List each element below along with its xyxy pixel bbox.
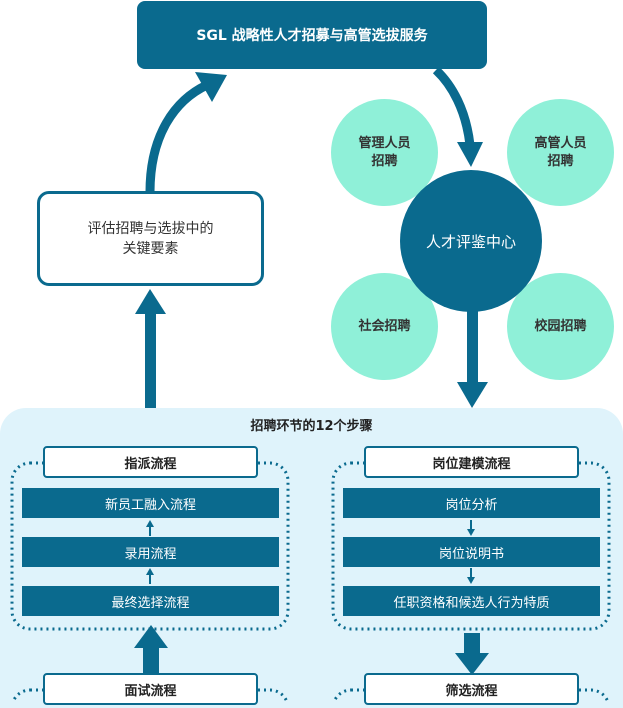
arrow-up-eval-shaft bbox=[145, 312, 156, 412]
step-final-selection: 最终选择流程 bbox=[22, 586, 279, 616]
left-big-arrow-head bbox=[134, 625, 168, 648]
curved-arrow-left bbox=[145, 80, 210, 193]
step-hiring: 录用流程 bbox=[22, 537, 279, 567]
step-job-description-text: 岗位说明书 bbox=[438, 546, 504, 562]
bubble-bl-line-1: 社会招聘 bbox=[358, 318, 411, 334]
label-job-modeling-process-text: 岗位建模流程 bbox=[432, 456, 511, 472]
talent-assessment-center-label: 人才评鉴中心 bbox=[425, 232, 516, 251]
bubble-tr-line-1: 高管人员 bbox=[534, 135, 587, 151]
right-big-arrow-shaft bbox=[464, 633, 480, 655]
right-big-arrow-head bbox=[455, 653, 489, 675]
left-small-arrow-1-head bbox=[146, 568, 154, 575]
label-interview-process-text: 面试流程 bbox=[124, 683, 177, 699]
step-qualifications-text: 任职资格和候选人行为特质 bbox=[393, 595, 550, 611]
right-small-arrow-2-head bbox=[467, 577, 475, 584]
evaluation-box: 评估招聘与选拔中的 关键要素 bbox=[37, 191, 264, 286]
left-small-arrow-2-head bbox=[146, 520, 154, 527]
curved-arrow-right-head bbox=[457, 142, 483, 167]
label-interview-process: 面试流程 bbox=[43, 673, 258, 705]
service-title-text: SGL 战略性人才招募与高管选拔服务 bbox=[196, 28, 428, 44]
right-small-arrow-1-head bbox=[467, 529, 475, 536]
bubble-br-line-1: 校园招聘 bbox=[534, 318, 587, 334]
step-job-analysis-text: 岗位分析 bbox=[445, 497, 498, 513]
label-screening-process: 筛选流程 bbox=[364, 673, 579, 705]
talent-assessment-center: 人才评鉴中心 bbox=[400, 170, 542, 312]
step-onboarding-text: 新员工融入流程 bbox=[104, 497, 196, 513]
label-assignment-process-text: 指派流程 bbox=[124, 456, 177, 472]
step-qualifications: 任职资格和候选人行为特质 bbox=[343, 586, 600, 616]
bubble-campus-recruitment: 校园招聘 bbox=[507, 273, 614, 380]
bubble-management-recruitment: 管理人员 招聘 bbox=[331, 99, 438, 206]
label-assignment-process: 指派流程 bbox=[43, 446, 258, 478]
curved-arrow-right bbox=[432, 66, 475, 146]
left-big-arrow-shaft bbox=[143, 646, 159, 676]
step-final-selection-text: 最终选择流程 bbox=[111, 595, 190, 611]
process-panel-title: 招聘环节的12个步骤 bbox=[250, 419, 373, 434]
evaluation-line-2: 关键要素 bbox=[122, 240, 179, 257]
bubble-executive-recruitment: 高管人员 招聘 bbox=[507, 99, 614, 206]
evaluation-line-1: 评估招聘与选拔中的 bbox=[87, 220, 214, 237]
step-job-analysis: 岗位分析 bbox=[343, 488, 600, 518]
arrow-down-hub-head bbox=[457, 382, 488, 408]
label-screening-process-text: 筛选流程 bbox=[445, 683, 498, 699]
service-title: SGL 战略性人才招募与高管选拔服务 bbox=[137, 1, 487, 69]
bubble-tr-line-2: 招聘 bbox=[547, 153, 574, 169]
arrow-down-hub-shaft bbox=[467, 308, 478, 384]
bubble-tl-line-2: 招聘 bbox=[371, 153, 398, 169]
label-job-modeling-process: 岗位建模流程 bbox=[364, 446, 579, 478]
arrow-up-eval-head bbox=[135, 289, 166, 314]
step-onboarding: 新员工融入流程 bbox=[22, 488, 279, 518]
curved-arrow-left-head bbox=[195, 72, 227, 102]
step-job-description: 岗位说明书 bbox=[343, 537, 600, 567]
step-hiring-text: 录用流程 bbox=[124, 546, 177, 562]
bubble-tl-line-1: 管理人员 bbox=[358, 135, 411, 151]
